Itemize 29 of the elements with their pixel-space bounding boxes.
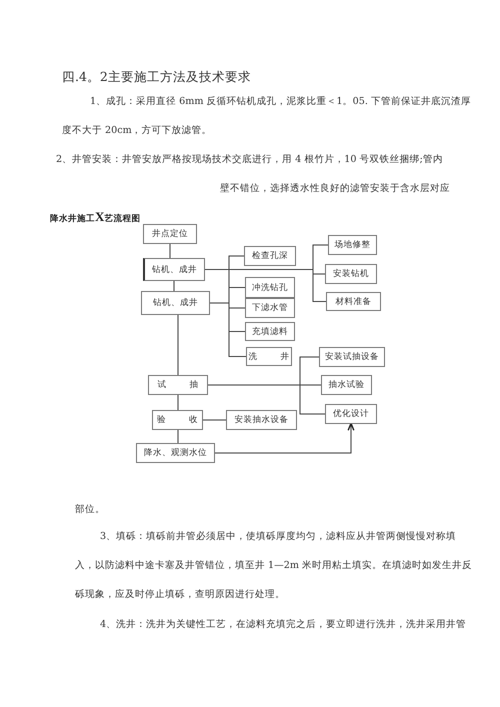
process-box: 井点定位 xyxy=(143,224,197,244)
process-box: 洗 井 xyxy=(246,347,292,366)
paragraph: 2、井管安装：井管安放严格按现场技术交底进行，用 4 根竹片，10 号双铁丝捆绑;管内 xyxy=(56,153,444,167)
process-box: 验 收 xyxy=(152,410,203,430)
process-box: 安装钻机 xyxy=(325,264,377,284)
process-box: 场地修整 xyxy=(328,235,377,255)
process-box: 安装抽水设备 xyxy=(226,410,297,430)
process-box: 优化设计 xyxy=(325,404,377,424)
paragraph: 4、洗井：洗井为关键性工艺，在滤料充填完之后，要立即进行洗井，洗井采用井管 xyxy=(100,618,468,632)
process-box: 抽水试验 xyxy=(321,375,372,395)
paragraph: 1、成孔：采用直径 6mm 反循环钻机成孔，泥浆比重＜1。05. 下管前保证井底沉渣厚度不大于 20cm，方可下放滤管。 xyxy=(62,95,472,138)
process-box: 钻机、成井 xyxy=(143,258,205,281)
process-box: 充填滤料 xyxy=(245,322,295,341)
connector-line xyxy=(208,384,326,414)
process-box: 降水、观测水位 xyxy=(136,443,215,463)
process-box: 钻机、成井 xyxy=(141,291,210,315)
process-box: 安装试抽设备 xyxy=(319,347,385,367)
process-box: 下滤水管 xyxy=(245,298,295,318)
paragraph: 壁不错位，选择透水性良好的滤管安装于含水层对应 xyxy=(219,182,450,196)
chart-title: 降水井施工X艺流程图 xyxy=(50,209,140,225)
arrow xyxy=(214,422,354,454)
paragraph: 部位。 xyxy=(75,503,106,517)
process-box: 试 抽 xyxy=(148,375,208,395)
process-box: 检查孔深 xyxy=(244,246,296,266)
process-box: 材料准备 xyxy=(326,292,381,311)
process-box: 冲洗钻孔 xyxy=(245,277,295,298)
section-heading: 四.4。2主要施工方法及技术要求 xyxy=(62,68,252,86)
connector-line xyxy=(204,269,326,302)
paragraph: 3、填砾：填砾前井管必须居中，使填砾厚度均匀，滤料应从井管两侧慢慢对称填入，以防滤料中途卡塞及井管错位，填至井 1—2m 米时用粘土填实。在填滤时如发生井反砾现象，应及时停止填砾，查明原因进行处理。 xyxy=(75,530,473,602)
